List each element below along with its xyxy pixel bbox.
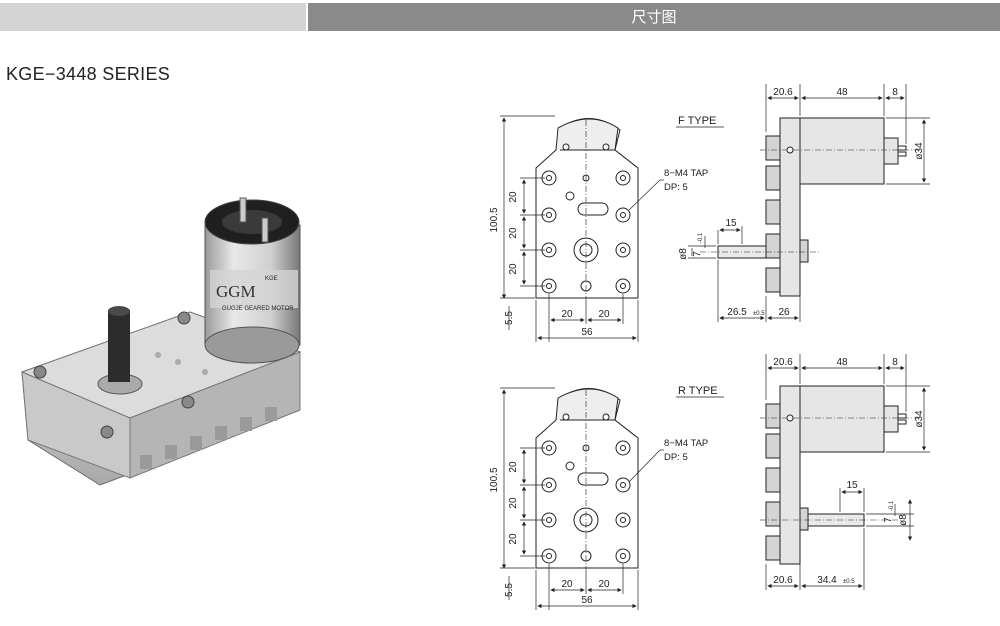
r-dim-width: 56: [581, 595, 593, 606]
f-dim-flat-tol: -0.1: [698, 232, 704, 243]
f-dim-dia8: ø8: [678, 248, 689, 260]
f-dim-shaft-len: 15: [725, 218, 737, 229]
r-dim-pitch-3: 20: [508, 533, 519, 545]
r-dim-shaft-len: 15: [846, 480, 858, 491]
f-dim-flat: 7: [692, 251, 703, 257]
r-dim-pitch-1: 20: [508, 461, 519, 473]
f-type-title: F TYPE: [678, 115, 716, 127]
r-dim-top-3: 8: [892, 357, 898, 368]
f-dim-dia34: ø34: [914, 142, 925, 160]
r-type-title: R TYPE: [678, 385, 718, 397]
photo-label-kge: KGE: [265, 276, 278, 282]
r-type-front-dims: [500, 387, 664, 610]
r-type-side-view: [760, 385, 920, 565]
series-title: KGE−3448 SERIES: [6, 64, 171, 84]
header-title: 尺寸图: [308, 3, 1000, 31]
motor-photo: KGE GGM GUGJE GEARED MOTOR: [20, 197, 302, 486]
r-dim-base-1: 20.6: [773, 575, 793, 586]
r-type-side-dims: [765, 354, 930, 590]
f-dim-base-1: 26.5: [727, 307, 747, 318]
r-dim-base-2: 34.4: [817, 575, 837, 586]
r-dim-flat-tol: -0.1: [889, 500, 895, 511]
f-dim-width: 56: [581, 327, 593, 338]
f-type-side-labels: 20.6 48 8 ø34 15 ø8 7 -0.1 26.5 ±0.5 26: [678, 87, 925, 318]
r-tap-label-1: 8−M4 TAP: [664, 438, 708, 449]
photo-label-brand: GGM: [216, 282, 256, 301]
header-left-bar: [0, 3, 306, 31]
f-type-front-dims: [500, 115, 664, 342]
f-type-side-dims: [688, 84, 930, 322]
f-tap-label-1: 8−M4 TAP: [664, 168, 708, 179]
f-dim-base-1-tol: ±0.5: [753, 311, 765, 317]
r-type-front-view: [535, 388, 639, 570]
r-dim-bw-2: 20: [598, 579, 610, 590]
photo-label-sub: GUGJE GEARED MOTOR: [222, 306, 294, 312]
f-tap-label-2: DP: 5: [664, 182, 688, 193]
r-dim-height: 100.5: [489, 467, 500, 492]
f-dim-pitch-1: 20: [508, 191, 519, 203]
r-type-side-labels: 20.6 48 8 ø34 15 ø8 7 -0.1 20.6 34.4 ±0.…: [773, 357, 925, 586]
r-dim-top-2: 48: [836, 357, 848, 368]
f-dim-base-2: 26: [778, 307, 790, 318]
f-dim-top-3: 8: [892, 87, 898, 98]
r-dim-flat: 7: [883, 517, 894, 523]
f-dim-bw-1: 20: [561, 309, 573, 320]
f-dim-pitch-3: 20: [508, 263, 519, 275]
r-dim-base-2-tol: ±0.5: [843, 579, 855, 585]
r-dim-dia34: ø34: [914, 410, 925, 428]
f-dim-top-1: 20.6: [773, 87, 793, 98]
r-dim-pitch-2: 20: [508, 497, 519, 509]
f-type-front-labels: 100.5 20 20 20 5.5 20 20 56 8−M4 TAP DP:…: [489, 115, 716, 338]
f-type-front-view: [535, 118, 639, 300]
f-dim-top-2: 48: [836, 87, 848, 98]
r-dim-bottom: 5.5: [504, 583, 515, 597]
r-dim-dia8: ø8: [898, 514, 909, 526]
f-type-side-view: [700, 117, 920, 297]
f-dim-bw-2: 20: [598, 309, 610, 320]
f-dim-bottom: 5.5: [504, 311, 515, 325]
f-dim-pitch-2: 20: [508, 227, 519, 239]
r-dim-bw-1: 20: [561, 579, 573, 590]
r-tap-label-2: DP: 5: [664, 452, 688, 463]
r-type-front-labels: 100.5 20 20 20 5.5 20 20 56 8−M4 TAP DP:…: [489, 385, 718, 606]
f-dim-height: 100.5: [489, 207, 500, 232]
r-dim-top-1: 20.6: [773, 357, 793, 368]
